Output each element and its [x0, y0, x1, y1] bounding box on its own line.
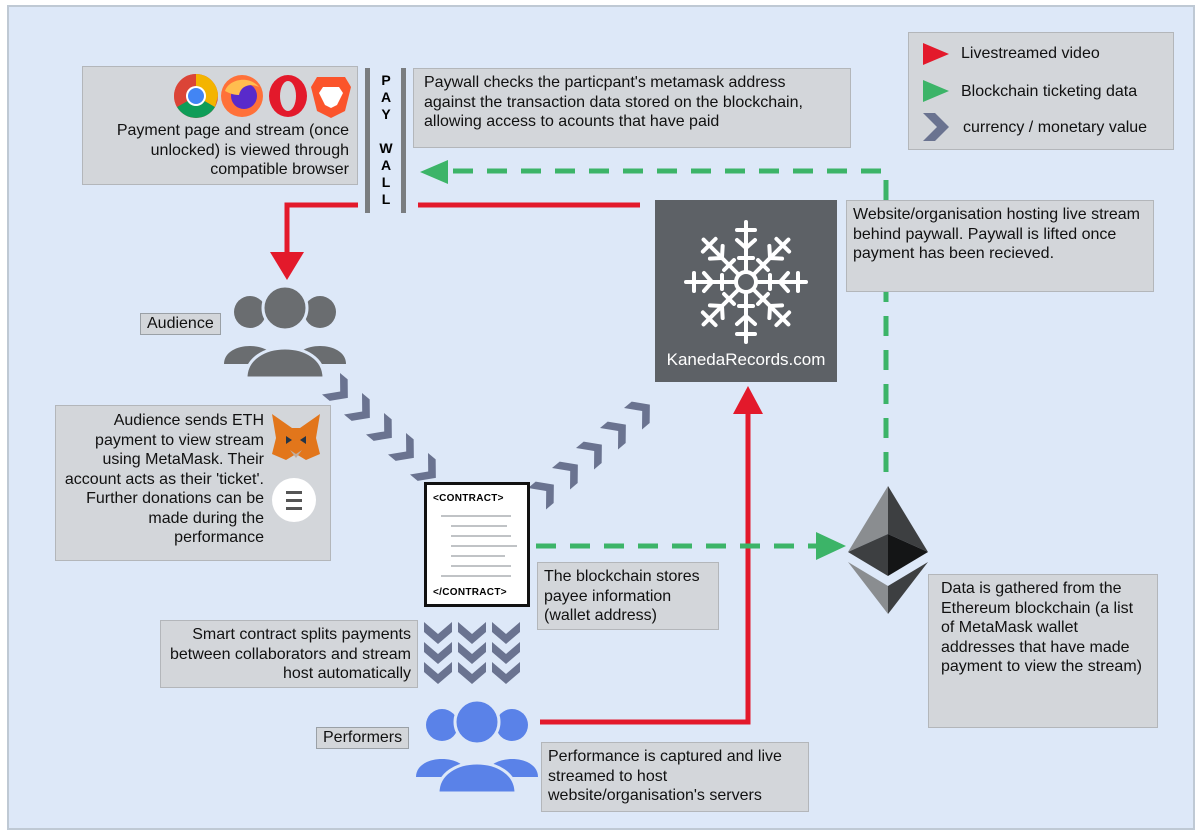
vegvisir-icon	[684, 220, 808, 344]
audience-note: Audience sends ETH payment to view strea…	[55, 405, 331, 561]
paywall-letter: L	[381, 174, 391, 190]
red-line-performers-to-host	[540, 410, 751, 725]
paywall-bar-left	[365, 68, 370, 213]
paywall-letter: Y	[381, 106, 391, 122]
red-line-paywall-to-audience	[284, 202, 358, 256]
host-logo-box: KanedaRecords.com	[655, 200, 837, 382]
performers-label: Performers	[316, 727, 410, 749]
audience-label: Audience	[140, 313, 221, 335]
red-arrowhead-audience	[270, 252, 304, 280]
split-note-text: Smart contract splits payments between c…	[169, 626, 411, 682]
firefox-icon	[221, 75, 263, 117]
red-arrowhead-host	[733, 386, 763, 414]
paywall-letter: L	[381, 191, 391, 207]
audience-note-text: Audience sends ETH payment to view strea…	[64, 412, 264, 546]
contract-note-text: The blockchain stores payee information …	[544, 568, 700, 624]
red-triangle-icon	[923, 43, 949, 65]
paywall-letter: A	[380, 157, 392, 173]
contract-open-tag: <CONTRACT>	[433, 493, 504, 504]
paywall-bar-right	[401, 68, 406, 213]
contract-close-tag: </CONTRACT>	[433, 587, 507, 598]
ethereum-note: Data is gathered from the Ethereum block…	[928, 574, 1158, 728]
brave-icon	[311, 77, 351, 118]
performance-note-text: Performance is captured and live streame…	[548, 748, 782, 804]
contract-note: The blockchain stores payee information …	[537, 562, 719, 630]
chevron-icon	[923, 113, 949, 141]
paywall-letter: A	[380, 89, 392, 105]
paywall-letters: P A Y W A L L	[372, 72, 400, 208]
green-arrowhead-ethereum	[816, 532, 846, 560]
performers-icon	[416, 698, 538, 795]
performance-note: Performance is captured and live streame…	[541, 742, 809, 812]
paywall-letter	[372, 123, 400, 140]
browser-icons	[173, 73, 353, 118]
legend-label-blockchain-ticketing: Blockchain ticketing data	[961, 83, 1138, 100]
audience-icon	[224, 284, 346, 380]
green-line-ethereum-to-paywall	[446, 168, 889, 472]
ethereum-logo-icon	[848, 486, 928, 614]
paywall-note: Paywall checks the particpant's metamask…	[413, 68, 851, 148]
host-name: KanedaRecords.com	[666, 350, 826, 369]
chrome-icon	[174, 74, 218, 118]
legend-label-livestreamed-video: Livestreamed video	[961, 45, 1100, 62]
legend: Livestreamed video Blockchain ticketing …	[908, 32, 1174, 150]
metamask-fox-icon	[272, 414, 320, 460]
paywall-letter: W	[379, 140, 393, 156]
contract-lines	[441, 515, 521, 585]
chevrons-contract-to-performers	[424, 622, 520, 684]
chevrons-contract-to-host	[528, 393, 659, 510]
paywall-letter: P	[381, 72, 391, 88]
contract-document: <CONTRACT> </CONTRACT>	[424, 482, 530, 607]
host-note: Website/organisation hosting live stream…	[846, 200, 1154, 292]
browser-box-text: Payment page and stream (once unlocked) …	[116, 122, 349, 178]
split-note: Smart contract splits payments between c…	[160, 620, 418, 688]
chevrons-audience-to-contract	[322, 373, 445, 489]
legend-label-currency: currency / monetary value	[963, 119, 1148, 136]
green-triangle-icon	[923, 80, 949, 102]
paywall-note-text: Paywall checks the particpant's metamask…	[424, 74, 803, 130]
opera-icon	[269, 75, 307, 117]
host-note-text: Website/organisation hosting live stream…	[853, 206, 1140, 262]
green-arrowhead-paywall	[420, 160, 448, 184]
browser-box: Payment page and stream (once unlocked) …	[82, 66, 358, 185]
ethereum-note-text: Data is gathered from the Ethereum block…	[941, 580, 1142, 675]
ethereum-coin-icon	[272, 478, 316, 522]
